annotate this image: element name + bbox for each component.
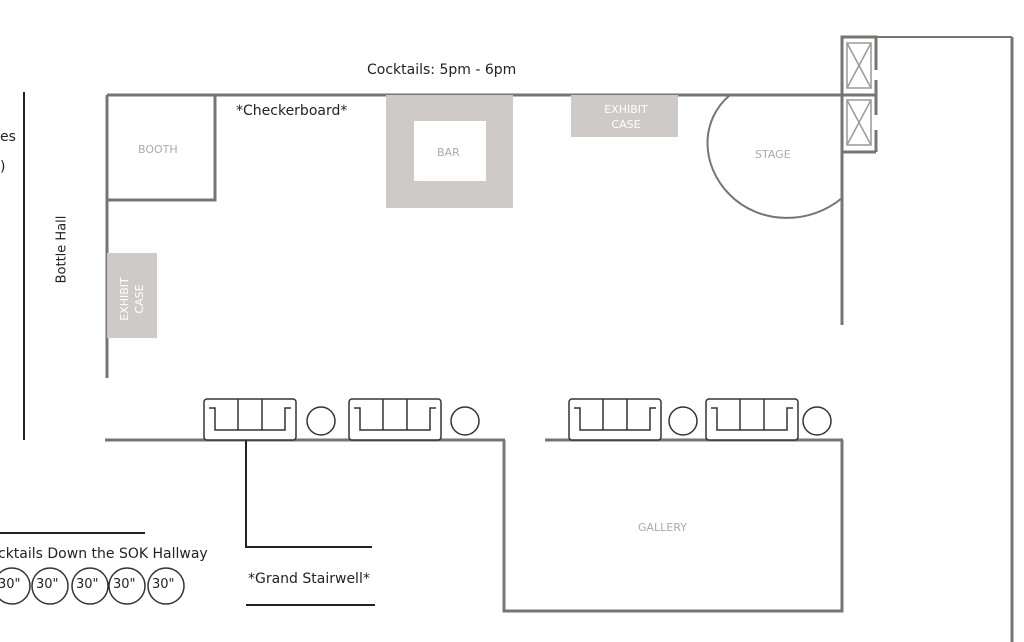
cut-text-1: es [0,129,16,145]
gallery-label: GALLERY [638,521,687,534]
hallway-table [147,567,185,605]
checkerboard-label: *Checkerboard* [236,103,348,119]
hallway-table-size: 30" [76,577,99,592]
booth-label: BOOTH [138,143,178,156]
hallway-table [0,567,31,605]
stage [706,94,843,219]
side-table [450,406,480,436]
sofa [348,398,442,441]
sofa [203,398,297,441]
hallway-table-size: 30" [152,577,175,592]
side-table [668,406,698,436]
hallway-table [31,567,69,605]
bar-label: BAR [437,146,460,159]
exhibit-case-top-label: EXHIBIT CASE [604,103,648,131]
hallway-table [108,567,146,605]
event-title: Cocktails: 5pm - 6pm [367,62,517,78]
side-table [802,406,832,436]
stairwell-line [245,440,372,548]
exhibit-case-top [571,95,678,137]
elevators [846,42,872,146]
cut-text-2: ) [0,159,6,175]
exhibit-case-left [107,253,157,338]
booth [107,95,217,202]
sofa [568,398,662,441]
exhibit-case-left-label: EXHIBIT CASE [118,277,146,321]
hallway-table [71,567,109,605]
hallway-table-size: 30" [0,577,21,592]
bottle-hall-label: Bottle Hall [54,215,70,284]
stage-label: STAGE [755,148,791,161]
hallway-label: cktails Down the SOK Hallway [0,546,208,562]
gallery-walls [502,440,844,613]
side-table [306,406,336,436]
hallway-table-size: 30" [36,577,59,592]
hallway-table-size: 30" [113,577,136,592]
grand-stairwell-label: *Grand Stairwell* [248,571,370,587]
sofa [705,398,799,441]
